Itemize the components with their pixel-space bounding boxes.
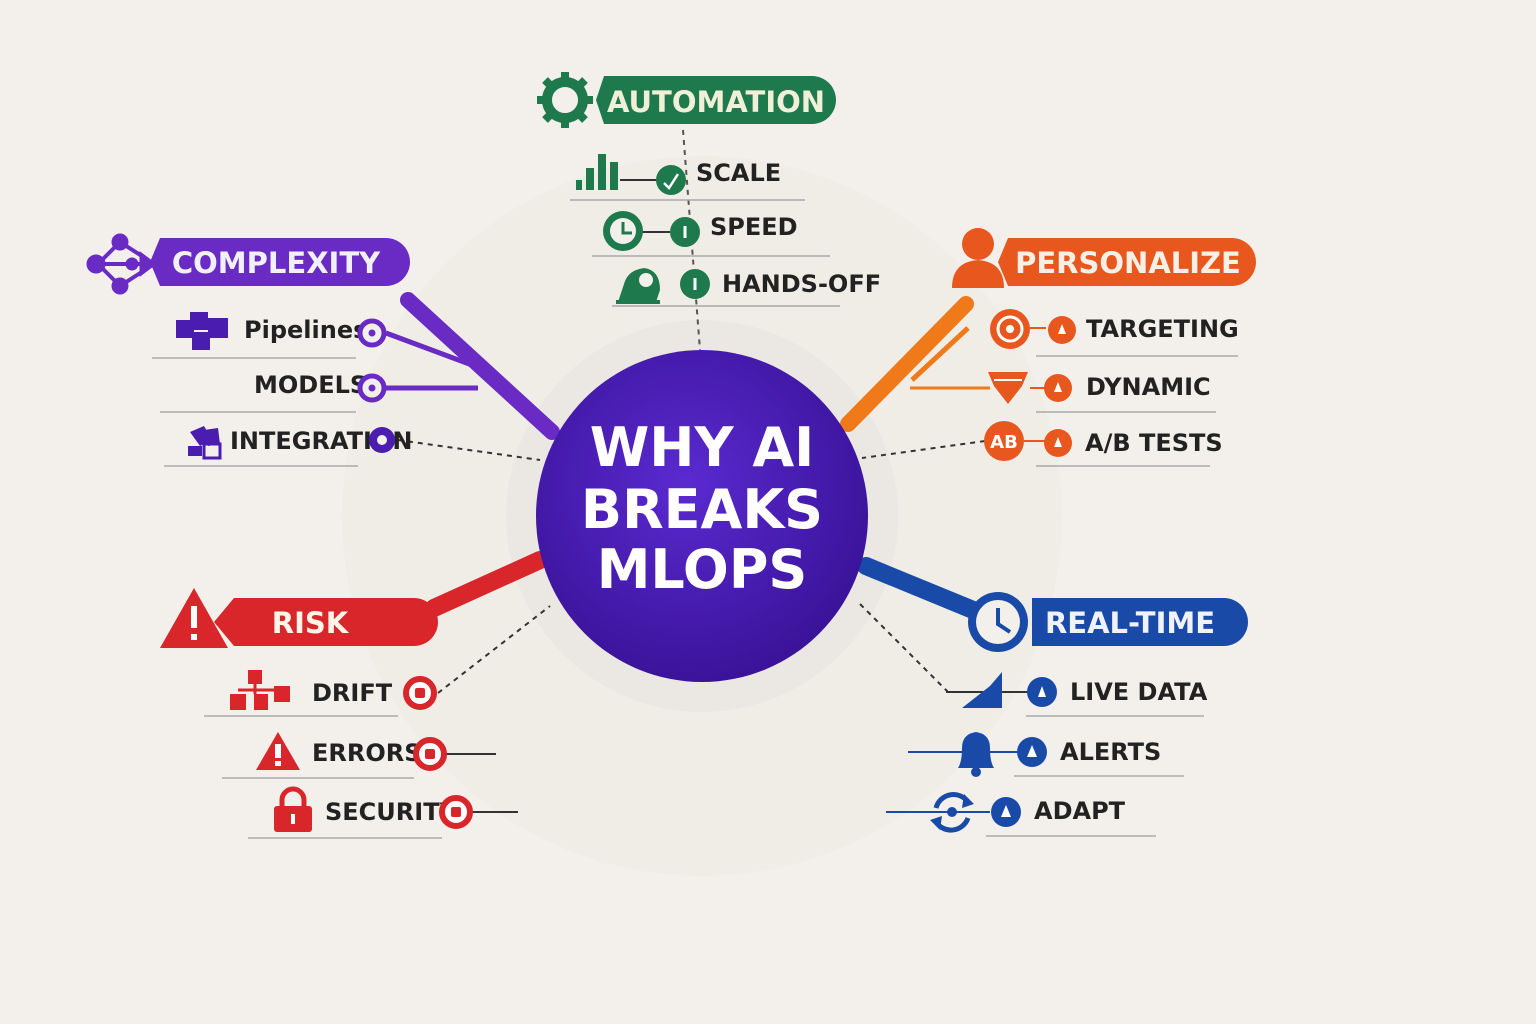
automation-item-node-1 bbox=[656, 165, 686, 195]
center-line-3: MLOPS bbox=[597, 538, 808, 601]
robot-icon bbox=[616, 268, 660, 304]
hierarchy-icon bbox=[230, 670, 290, 710]
branch-risk: RISK DRIFT ERRORS SECURITY bbox=[160, 588, 473, 839]
connectors bbox=[385, 129, 1046, 813]
realtime-banner bbox=[1032, 598, 1248, 646]
complexity-banner bbox=[150, 238, 410, 286]
realtime-item-adapt: ADAPT bbox=[1034, 797, 1126, 825]
bell-icon bbox=[958, 732, 994, 777]
center-line-2: BREAKS bbox=[581, 478, 823, 541]
personalize-banner bbox=[998, 238, 1256, 286]
personalize-item-dynamic: DYNAMIC bbox=[1086, 373, 1211, 401]
automation-item-scale: SCALE bbox=[696, 159, 781, 187]
ab-icon bbox=[984, 421, 1024, 461]
personalize-item-ab-tests: A/B TESTS bbox=[1085, 429, 1223, 457]
automation-item-hands-off: HANDS-OFF bbox=[722, 270, 881, 298]
realtime-item-alerts: ALERTS bbox=[1060, 738, 1161, 766]
clock-icon bbox=[603, 211, 643, 251]
user-icon bbox=[952, 228, 1004, 288]
personalize-item-targeting: TARGETING bbox=[1086, 315, 1239, 343]
center-node: WHY AI BREAKS MLOPS bbox=[536, 350, 868, 682]
network-icon bbox=[86, 233, 157, 295]
personalize-title: PERSONALIZE bbox=[1015, 246, 1241, 280]
complexity-title: COMPLEXITY bbox=[172, 246, 381, 280]
puzzle-icon bbox=[188, 426, 222, 460]
risk-item-security: SECURITY bbox=[325, 798, 458, 826]
complexity-item-models: MODELS bbox=[254, 371, 367, 399]
automation-title: AUTOMATION bbox=[607, 85, 825, 119]
area-chart-icon bbox=[962, 672, 1002, 708]
target-gear-icon bbox=[990, 309, 1030, 349]
branch-personalize: PERSONALIZE TARGETING DYNAMIC AB A/B TES… bbox=[952, 228, 1256, 467]
warning-icon bbox=[256, 732, 300, 770]
risk-banner bbox=[214, 598, 438, 646]
risk-item-drift: DRIFT bbox=[312, 679, 393, 707]
branch-realtime: REAL-TIME LIVE DATA ALERTS ADAPT bbox=[930, 592, 1248, 837]
realtime-item-live-data: LIVE DATA bbox=[1070, 678, 1208, 706]
refresh-icon bbox=[930, 792, 974, 833]
lock-icon bbox=[274, 786, 312, 832]
ab-icon-text: AB bbox=[990, 432, 1018, 453]
automation-banner bbox=[596, 76, 836, 124]
risk-item-errors: ERRORS bbox=[312, 739, 422, 767]
bar-chart-icon bbox=[576, 154, 618, 190]
blocks-icon bbox=[176, 312, 228, 350]
warning-icon bbox=[160, 588, 228, 648]
realtime-title: REAL-TIME bbox=[1045, 606, 1215, 640]
branch-automation: AUTOMATION SCALE SPEED HANDS-O bbox=[537, 72, 881, 307]
center-line-1: WHY AI bbox=[590, 416, 815, 479]
complexity-item-pipelines: Pipelines bbox=[244, 316, 367, 344]
gear-icon bbox=[537, 72, 593, 128]
risk-title: RISK bbox=[272, 606, 350, 640]
gem-icon bbox=[988, 372, 1028, 404]
clock-icon bbox=[968, 592, 1028, 652]
branch-complexity: COMPLEXITY Pipelines MODELS INTEGRATION bbox=[86, 233, 412, 467]
automation-item-speed: SPEED bbox=[710, 213, 798, 241]
